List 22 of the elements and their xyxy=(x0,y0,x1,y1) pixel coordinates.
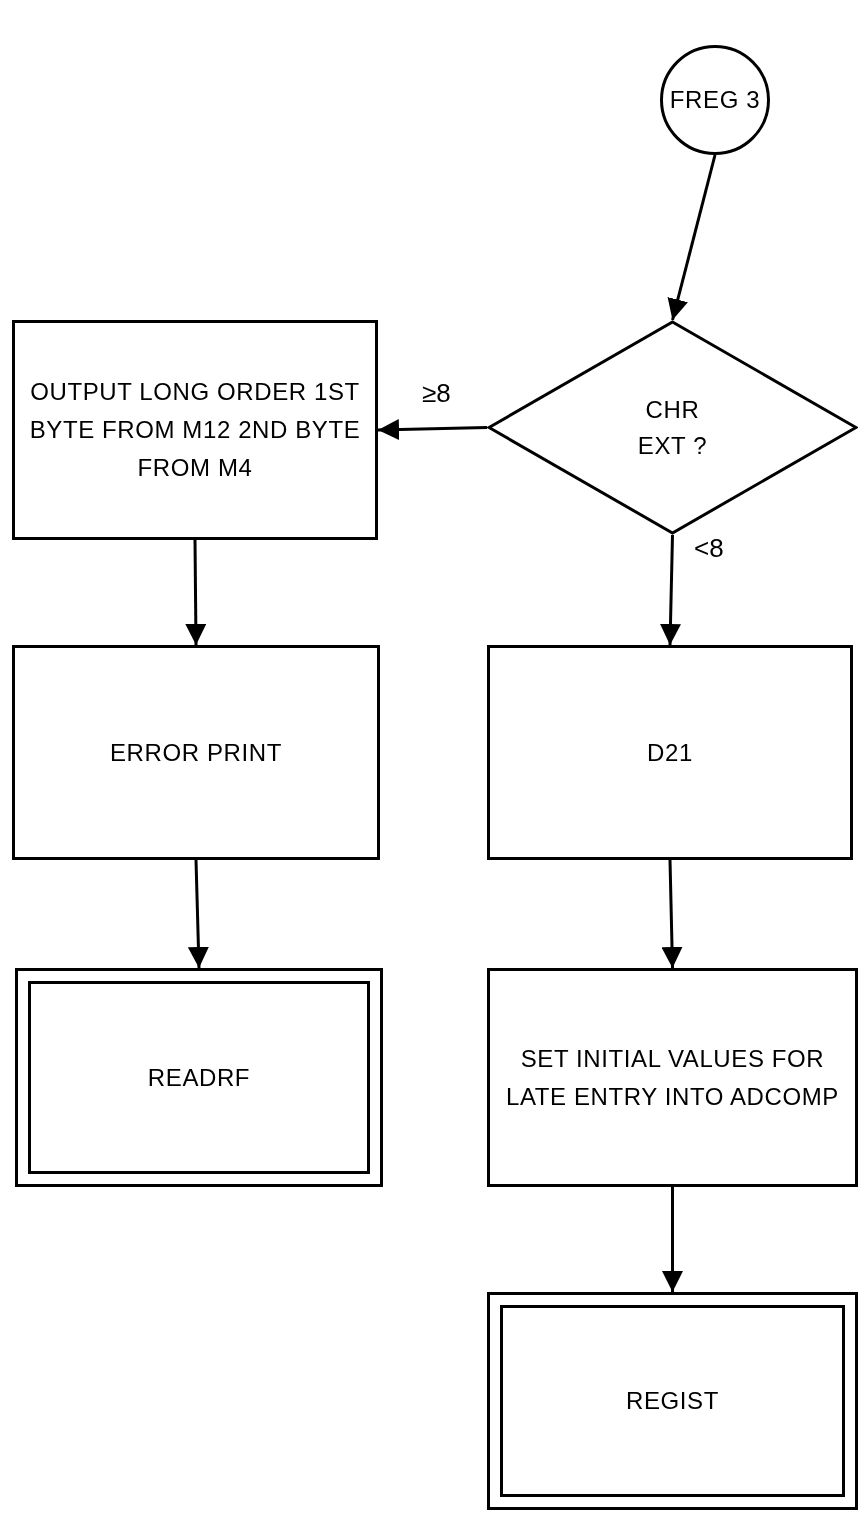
arrow xyxy=(377,419,488,440)
process-box xyxy=(487,968,858,1187)
process-box xyxy=(487,645,853,860)
decision-diamond xyxy=(487,320,858,535)
process-box xyxy=(12,320,378,540)
arrow xyxy=(660,534,681,646)
subroutine-box xyxy=(487,1292,858,1510)
arrow xyxy=(185,540,207,645)
node-text: SET INITIAL VALUES FOR LATE ENTRY INTO ADCOMP xyxy=(505,1043,840,1112)
arrow xyxy=(187,859,209,969)
arrow xyxy=(661,859,683,969)
node-text: READRF xyxy=(147,1062,251,1093)
node-text: FREG 3 xyxy=(669,85,761,115)
node-text: OUTPUT LONG ORDER 1ST BYTE FROM M12 2ND BYTE FROM M4 xyxy=(28,377,362,483)
node-text: CHR EXT ? xyxy=(636,394,709,461)
arrow xyxy=(662,1187,683,1292)
node-text: REGIST xyxy=(626,1386,719,1416)
node-text: ERROR PRINT xyxy=(110,737,282,768)
node-text: D21 xyxy=(647,737,693,768)
subroutine-box xyxy=(15,968,383,1187)
arrow xyxy=(667,154,717,321)
process-box xyxy=(12,645,380,860)
